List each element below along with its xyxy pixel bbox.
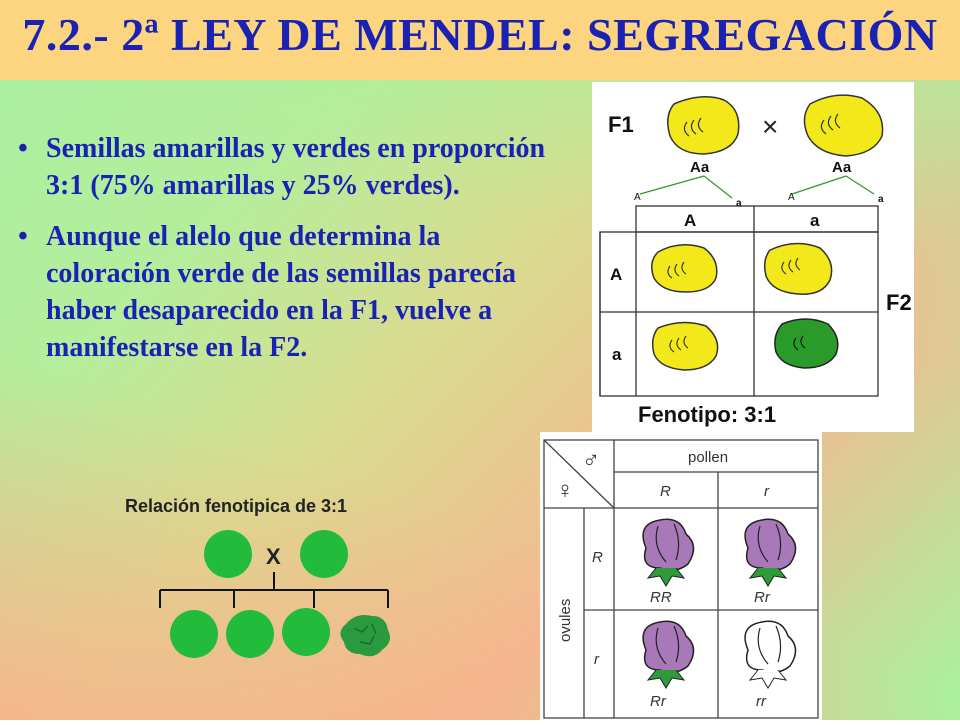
seed-punnett-panel: F1 × Aa Aa A a A a A a A a [592,82,914,432]
offspring-pea-smooth [170,610,218,658]
flower-punnett-figure: ♀ ♂ pollen R r ovules R r RR Rr Rr [543,439,819,719]
parent-genotype: Aa [832,159,852,176]
bullet-marker: • [18,221,28,252]
row-header: R [592,549,603,566]
parent-seed-yellow [803,94,884,157]
offspring-pea-wrinkled [340,615,390,657]
offspring-pea-smooth [226,610,274,658]
column-header: r [764,483,770,500]
cell-genotype: Rr [650,693,667,710]
flower-punnett-grid [543,439,819,719]
parent-pea-green [204,530,252,578]
bullet-list: • Semillas amarillas y verdes en proporc… [18,130,548,380]
row-header: a [612,345,622,364]
phenotype-label: Fenotipo: 3:1 [638,402,776,427]
seed-punnett-figure: F1 × Aa Aa A a A a A a A a [599,94,912,427]
offspring-lines [159,572,389,608]
gamete-lines [639,175,875,199]
bullet-marker: • [18,133,28,164]
gamete-label: a [878,194,884,205]
flower-purple [642,620,695,689]
ratio-cross-symbol: X [266,544,281,569]
gamete-label: A [788,192,795,203]
seed-cell-yellow [651,321,719,371]
parent-seed-yellow [667,96,740,155]
title-bar: 7.2.- 2ª LEY DE MENDEL: SEGREGACIÓN [0,0,960,80]
cell-genotype: Rr [754,589,771,606]
seed-cell-green [774,318,839,369]
column-header: A [684,211,696,230]
parent-genotype: Aa [690,159,710,176]
ovules-label: ovules [557,599,574,642]
flower-punnett-panel: ♀ ♂ pollen R r ovules R r RR Rr Rr [540,432,822,720]
cross-symbol: × [762,111,778,142]
punnett-grid [599,205,879,397]
gamete-label: A [634,192,641,203]
seed-cell-yellow [651,244,718,293]
bullet-text: Aunque el alelo que determina la colorac… [46,221,516,363]
f1-label: F1 [608,112,634,137]
flower-white [744,620,797,689]
cell-genotype: rr [756,693,767,710]
pollen-label: pollen [688,449,728,466]
row-header: r [594,651,600,668]
offspring-pea-smooth [282,608,330,656]
bullet-item: • Semillas amarillas y verdes en proporc… [18,130,548,204]
row-header: A [610,265,622,284]
ratio-figure: X [159,530,390,658]
ratio-caption: Relación fenotipica de 3:1 [125,496,348,516]
column-header: R [660,483,671,500]
parent-pea-green [300,530,348,578]
gamete-label: a [736,198,742,209]
flower-purple [642,518,695,587]
f2-label: F2 [886,290,912,315]
flower-purple [744,518,797,587]
bullet-text: Semillas amarillas y verdes en proporció… [46,133,546,201]
female-symbol: ♀ [556,477,574,504]
column-header: a [810,211,820,230]
male-symbol: ♂ [582,447,600,474]
slide-title: 7.2.- 2ª LEY DE MENDEL: SEGREGACIÓN [22,9,938,60]
cell-genotype: RR [650,589,672,606]
seed-cell-yellow [763,242,833,295]
bullet-item: • Aunque el alelo que determina la color… [18,218,548,366]
